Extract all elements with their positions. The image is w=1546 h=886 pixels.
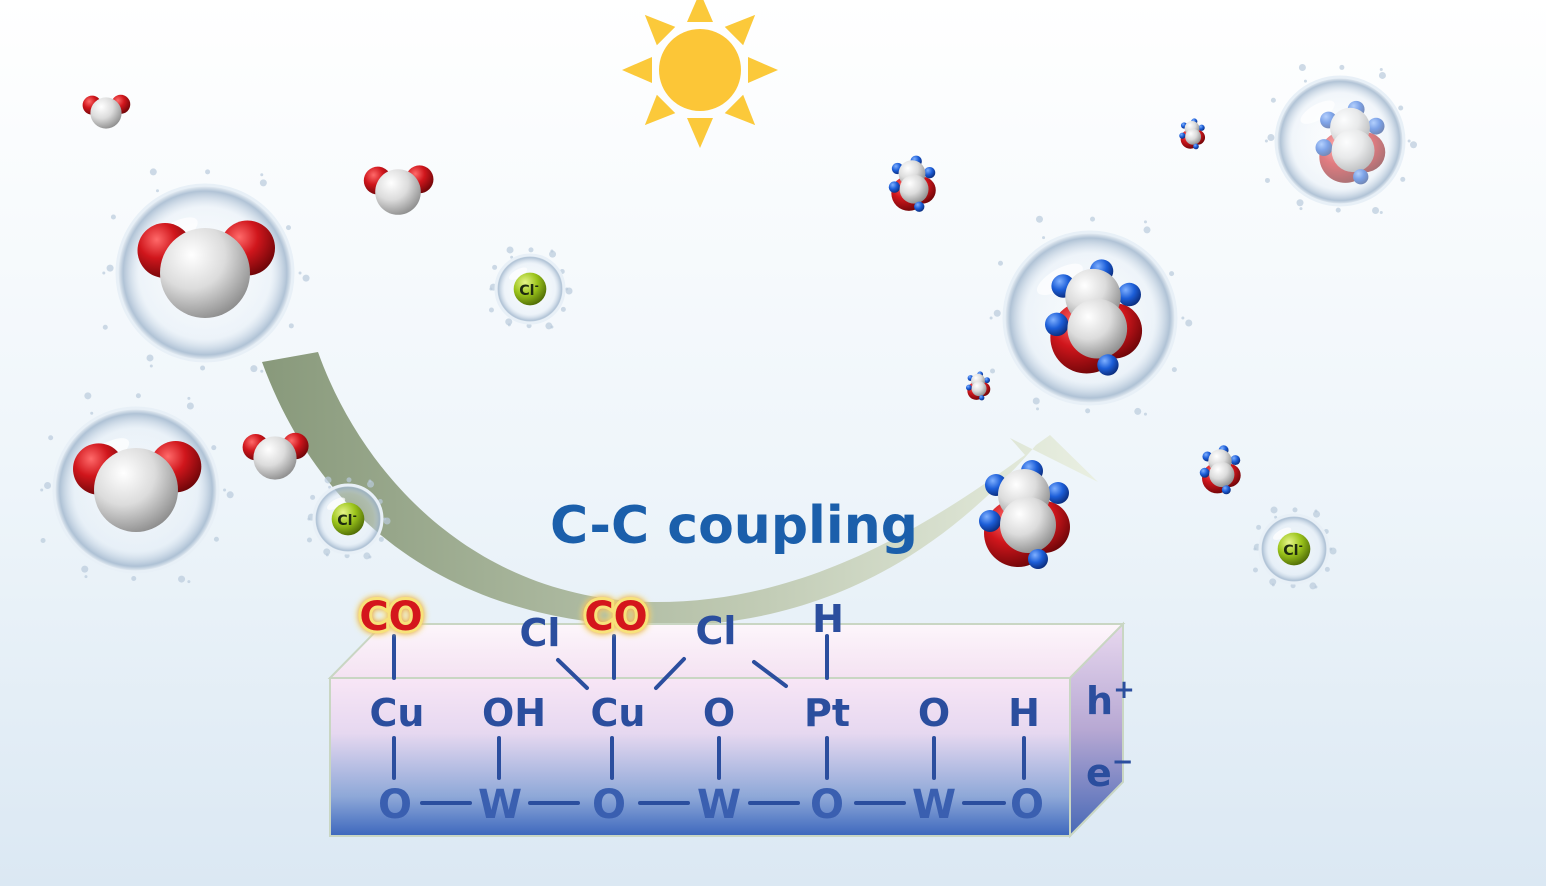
chloride-label: Cl-: [337, 512, 357, 529]
o-site-1: O: [703, 691, 735, 735]
oh-site: OH: [482, 691, 546, 735]
cl-adsorbate-2: Cl: [696, 609, 737, 653]
sun-ray: [724, 94, 756, 126]
lattice-w-3: W: [912, 782, 956, 828]
cl-adsorbate-1: Cl: [520, 611, 561, 655]
lattice-o-3: O: [810, 782, 844, 828]
lattice-o-2: O: [592, 782, 626, 828]
cu-site-1: Cu: [370, 691, 425, 735]
curved-arrow-icon: [262, 352, 1098, 627]
sun-ray: [644, 14, 676, 46]
sun-ray: [622, 57, 652, 83]
lattice-o-4: O: [1010, 782, 1044, 828]
co-adsorbate-1: CO: [359, 594, 422, 640]
sun-disc: [659, 29, 741, 111]
cu-site-2: Cu: [591, 691, 646, 735]
adsorbate-labels: CO Cl CO Cl H: [356, 591, 844, 655]
molecules-layer: Cl- Cl- Cl-: [40, 63, 1418, 590]
sun-ray: [644, 94, 676, 126]
surface-bottom-row: O W O W O W O: [378, 782, 1044, 828]
charge-carriers: h+ e−: [1086, 675, 1135, 795]
surface-middle-row: Cu OH Cu O Pt O H: [370, 691, 1040, 735]
sun-icon: [622, 0, 778, 148]
lattice-w-1: W: [478, 782, 522, 828]
chloride-ion-icon: Cl-: [1252, 506, 1337, 590]
diagram-title: C-C coupling: [550, 496, 918, 556]
sun-ray: [687, 118, 713, 148]
h-adsorbate: H: [812, 597, 844, 641]
slab-front-face: [329, 677, 1071, 837]
co-adsorbate-2: CO: [584, 594, 647, 640]
lattice-w-2: W: [697, 782, 741, 828]
slab-side-face: [1069, 621, 1124, 839]
electron-label: e−: [1086, 747, 1134, 795]
catalyst-slab: [327, 621, 1126, 839]
h-site: H: [1008, 691, 1040, 735]
chloride-label: Cl-: [1283, 542, 1303, 559]
sun-ray: [687, 0, 713, 22]
o-site-2: O: [918, 691, 950, 735]
chloride-ion-icon: Cl-: [306, 476, 391, 560]
chloride-label: Cl-: [519, 282, 539, 299]
pt-site: Pt: [804, 691, 850, 735]
sun-ray: [724, 14, 756, 46]
chloride-ion-icon: Cl-: [488, 246, 573, 330]
hole-label: h+: [1086, 675, 1135, 723]
bond-lines: [392, 634, 1026, 805]
sun-ray: [748, 57, 778, 83]
lattice-o-1: O: [378, 782, 412, 828]
